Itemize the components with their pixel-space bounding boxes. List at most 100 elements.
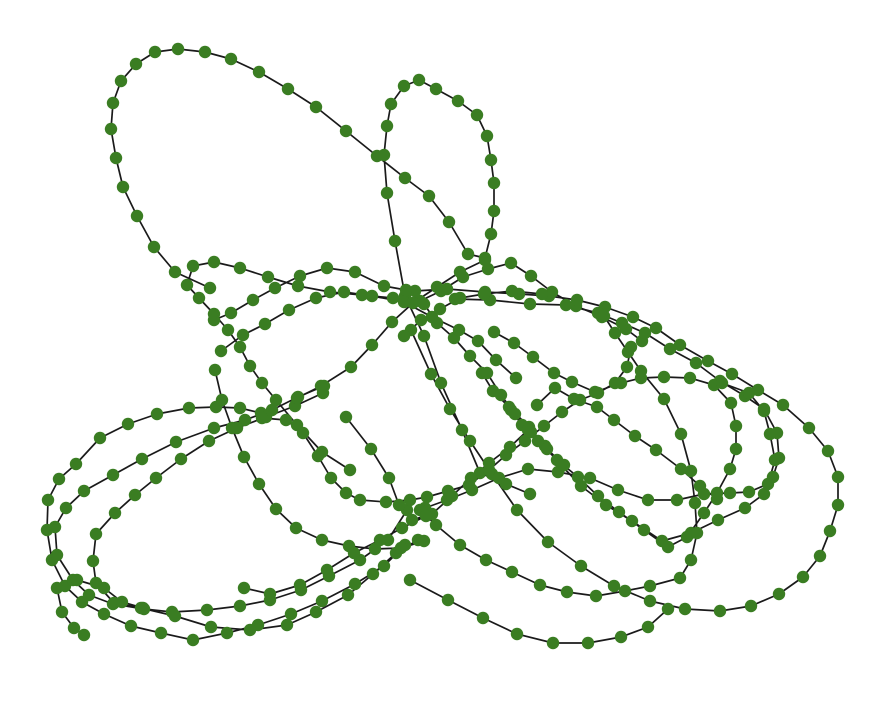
graph-node bbox=[414, 313, 428, 327]
graph-node bbox=[130, 209, 144, 223]
graph-node bbox=[324, 471, 338, 485]
graph-edge bbox=[663, 398, 682, 435]
graph-node bbox=[425, 310, 439, 324]
graph-node bbox=[97, 607, 111, 621]
graph-node bbox=[453, 538, 467, 552]
graph-node bbox=[757, 487, 771, 501]
graph-node bbox=[643, 579, 657, 593]
graph-node bbox=[353, 493, 367, 507]
graph-node bbox=[429, 518, 443, 532]
graph-node bbox=[417, 297, 431, 311]
graph-node bbox=[52, 472, 66, 486]
graph-node bbox=[505, 284, 519, 298]
graph-node bbox=[452, 323, 466, 337]
graph-edge bbox=[482, 617, 518, 635]
graph-node bbox=[546, 636, 560, 650]
graph-edge bbox=[580, 565, 615, 587]
graph-node bbox=[89, 527, 103, 541]
graph-node bbox=[607, 413, 621, 427]
graph-node bbox=[77, 484, 91, 498]
graph-node bbox=[518, 434, 532, 448]
graph-node bbox=[480, 366, 494, 380]
graph-node bbox=[59, 501, 73, 515]
graph-node bbox=[149, 471, 163, 485]
graph-node bbox=[505, 565, 519, 579]
graph-node bbox=[48, 520, 62, 534]
graph-node bbox=[114, 74, 128, 88]
graph-edge bbox=[461, 429, 481, 474]
graph-node bbox=[204, 620, 218, 634]
graph-node bbox=[570, 293, 584, 307]
graph-node bbox=[364, 442, 378, 456]
graph-node bbox=[377, 279, 391, 293]
graph-node bbox=[533, 578, 547, 592]
graph-node bbox=[233, 599, 247, 613]
graph-node bbox=[284, 607, 298, 621]
graph-edge bbox=[423, 335, 442, 384]
graph-node bbox=[560, 585, 574, 599]
graph-node bbox=[510, 503, 524, 517]
graph-node bbox=[723, 486, 737, 500]
graph-node bbox=[742, 386, 756, 400]
graph-node bbox=[484, 153, 498, 167]
graph-node bbox=[471, 334, 485, 348]
graph-node bbox=[649, 321, 663, 335]
graph-node bbox=[268, 281, 282, 295]
graph-node bbox=[225, 421, 239, 435]
graph-node bbox=[261, 270, 275, 284]
graph-node bbox=[541, 535, 555, 549]
graph-node bbox=[802, 421, 816, 435]
graph-node bbox=[337, 285, 351, 299]
graph-node bbox=[464, 471, 478, 485]
graph-node bbox=[311, 449, 325, 463]
graph-node bbox=[599, 498, 613, 512]
graph-node bbox=[649, 443, 663, 457]
graph-node bbox=[738, 501, 752, 515]
graph-node bbox=[729, 442, 743, 456]
graph-node bbox=[399, 283, 413, 297]
graph-node bbox=[412, 73, 426, 87]
graph-node bbox=[315, 533, 329, 547]
graph-node bbox=[615, 316, 629, 330]
graph-node bbox=[583, 471, 597, 485]
graph-node bbox=[50, 548, 64, 562]
graph-edge bbox=[175, 427, 215, 443]
graph-node bbox=[463, 434, 477, 448]
graph-node bbox=[429, 82, 443, 96]
graph-node bbox=[442, 215, 456, 229]
graph-node bbox=[453, 291, 467, 305]
graph-node bbox=[237, 450, 251, 464]
graph-node bbox=[470, 108, 484, 122]
graph-node bbox=[434, 376, 448, 390]
graph-node bbox=[478, 253, 492, 267]
graph-node bbox=[608, 376, 622, 390]
graph-node bbox=[535, 287, 549, 301]
graph-edge bbox=[383, 154, 388, 194]
graph-node bbox=[186, 259, 200, 273]
graph-node bbox=[200, 603, 214, 617]
graph-node bbox=[507, 336, 521, 350]
graph-node bbox=[638, 326, 652, 340]
graph-node bbox=[348, 265, 362, 279]
graph-node bbox=[207, 421, 221, 435]
graph-node bbox=[744, 599, 758, 613]
graph-node bbox=[557, 458, 571, 472]
graph-node bbox=[169, 435, 183, 449]
graph-node bbox=[711, 513, 725, 527]
graph-node bbox=[347, 546, 361, 560]
graph-node bbox=[198, 45, 212, 59]
graph-node bbox=[339, 486, 353, 500]
graph-node bbox=[106, 468, 120, 482]
graph-node bbox=[215, 393, 229, 407]
graph-node bbox=[670, 493, 684, 507]
graph-node bbox=[380, 186, 394, 200]
graph-node bbox=[395, 521, 409, 535]
graph-node bbox=[348, 577, 362, 591]
graph-node bbox=[443, 402, 457, 416]
graph-node bbox=[366, 567, 380, 581]
graph-node bbox=[440, 282, 454, 296]
graph-node bbox=[710, 492, 724, 506]
graph-node bbox=[237, 581, 251, 595]
graph-node bbox=[341, 588, 355, 602]
graph-node bbox=[547, 366, 561, 380]
